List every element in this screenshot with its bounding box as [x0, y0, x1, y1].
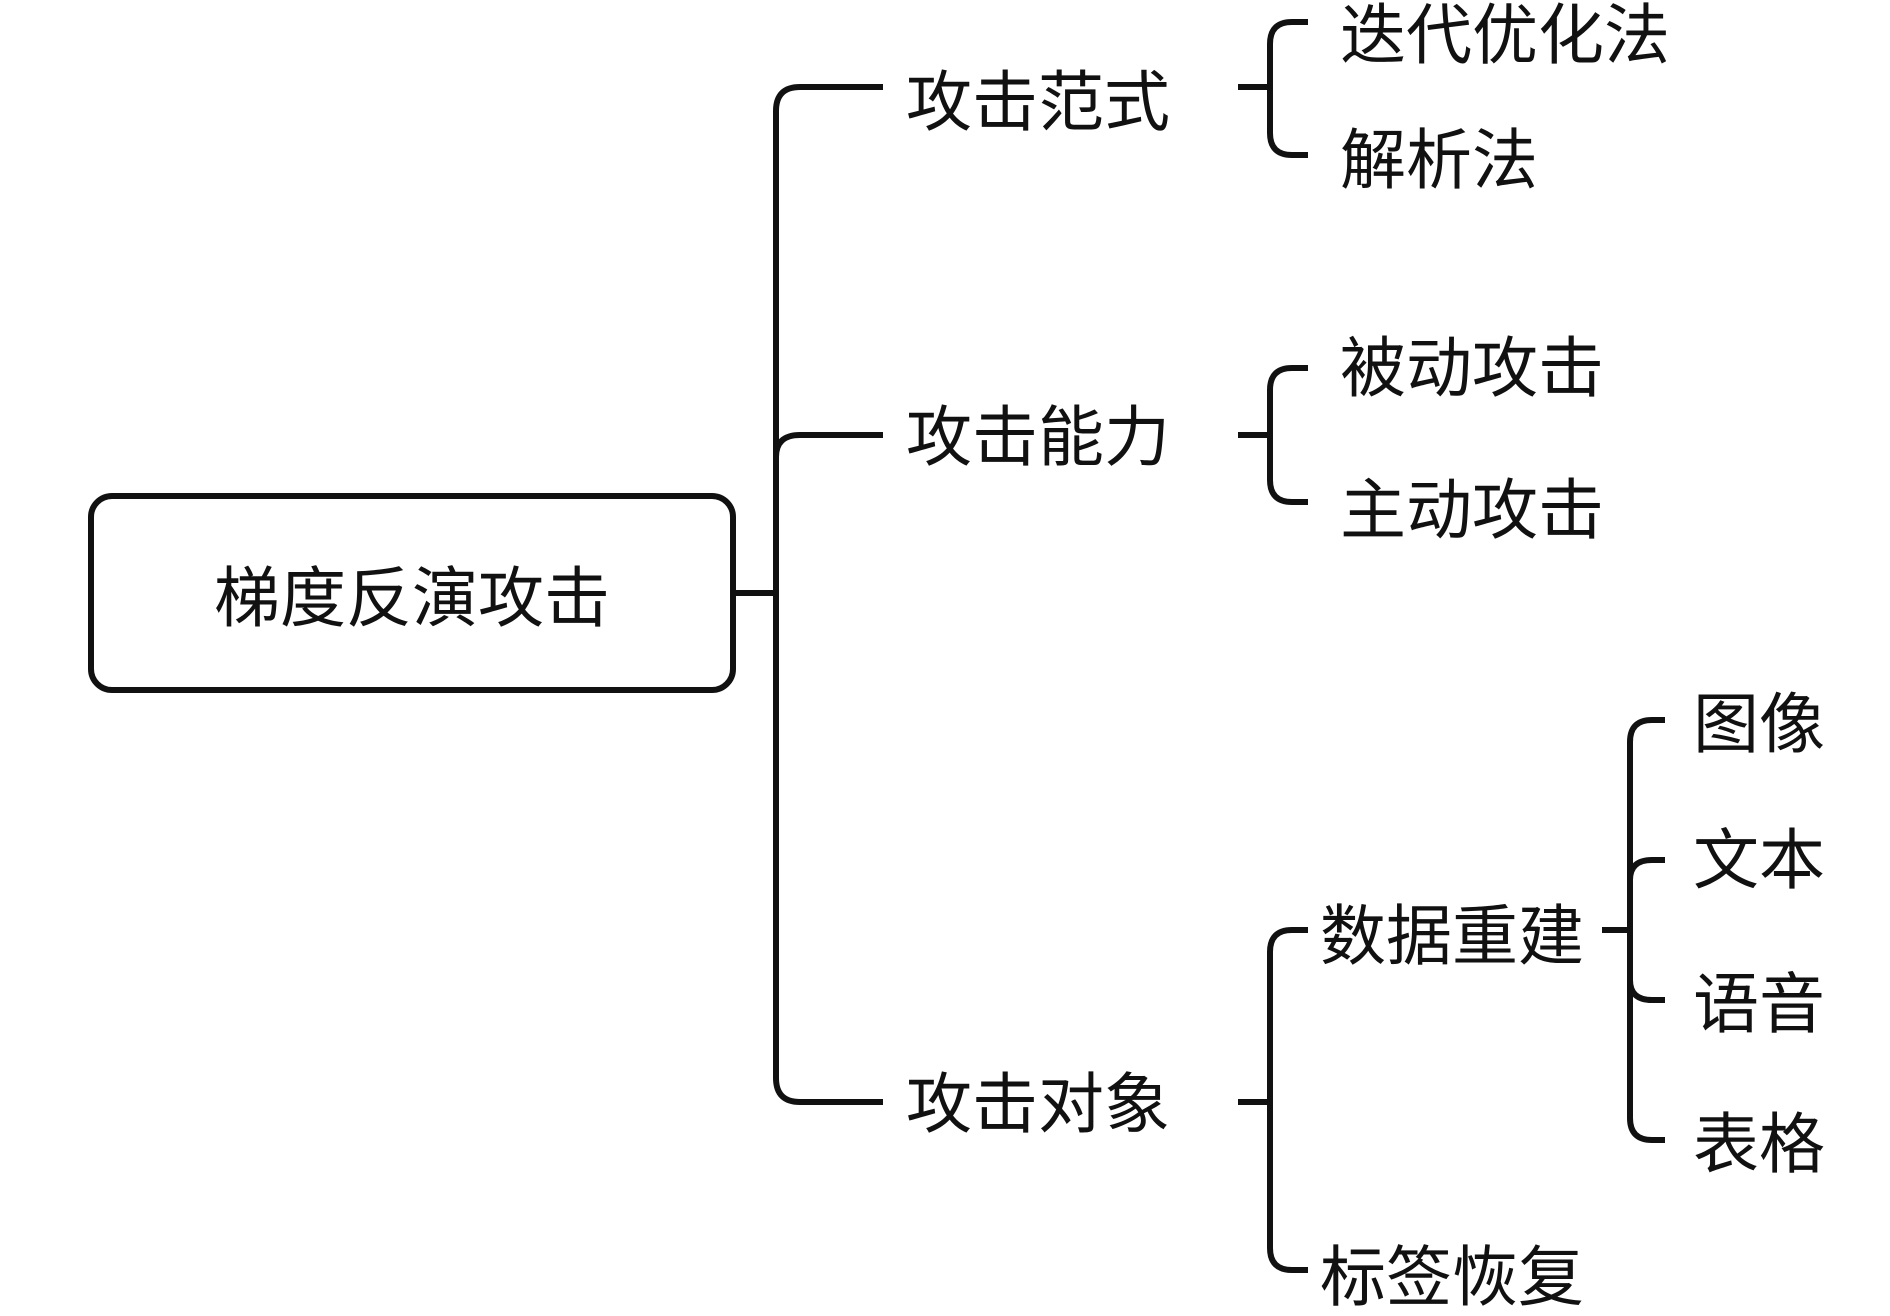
branch-attack-capability: 攻击能力 — [906, 399, 1170, 476]
leaf-analytical-method: 解析法 — [1340, 122, 1538, 199]
leaf-speech: 语音 — [1693, 966, 1825, 1043]
connector-paradigm-bracket — [1267, 19, 1308, 158]
connector-reconstruction-text — [1627, 857, 1665, 881]
root-node-box — [88, 493, 736, 693]
node-data-reconstruction: 数据重建 — [1320, 898, 1584, 975]
branch-attack-target: 攻击对象 — [906, 1066, 1170, 1143]
connector-capability-bracket — [1267, 365, 1308, 505]
leaf-passive-attack: 被动攻击 — [1340, 330, 1604, 407]
connector-reconstruction-bracket — [1627, 717, 1665, 1143]
connector-branch-capability — [773, 432, 883, 593]
leaf-iterative-optimization: 迭代优化法 — [1340, 0, 1670, 74]
connector-reconstruction-audio — [1627, 979, 1665, 1003]
connector-branch-paradigm — [773, 84, 883, 593]
connector-branch-target — [773, 593, 883, 1105]
root-node-label: 梯度反演攻击 — [214, 560, 610, 637]
leaf-active-attack: 主动攻击 — [1340, 472, 1604, 549]
connector-target-bracket — [1267, 927, 1308, 1273]
leaf-image: 图像 — [1693, 686, 1825, 763]
leaf-text: 文本 — [1693, 822, 1825, 899]
branch-attack-paradigm: 攻击范式 — [906, 64, 1170, 141]
leaf-label-recovery: 标签恢复 — [1320, 1239, 1584, 1316]
leaf-tabular: 表格 — [1693, 1106, 1825, 1183]
